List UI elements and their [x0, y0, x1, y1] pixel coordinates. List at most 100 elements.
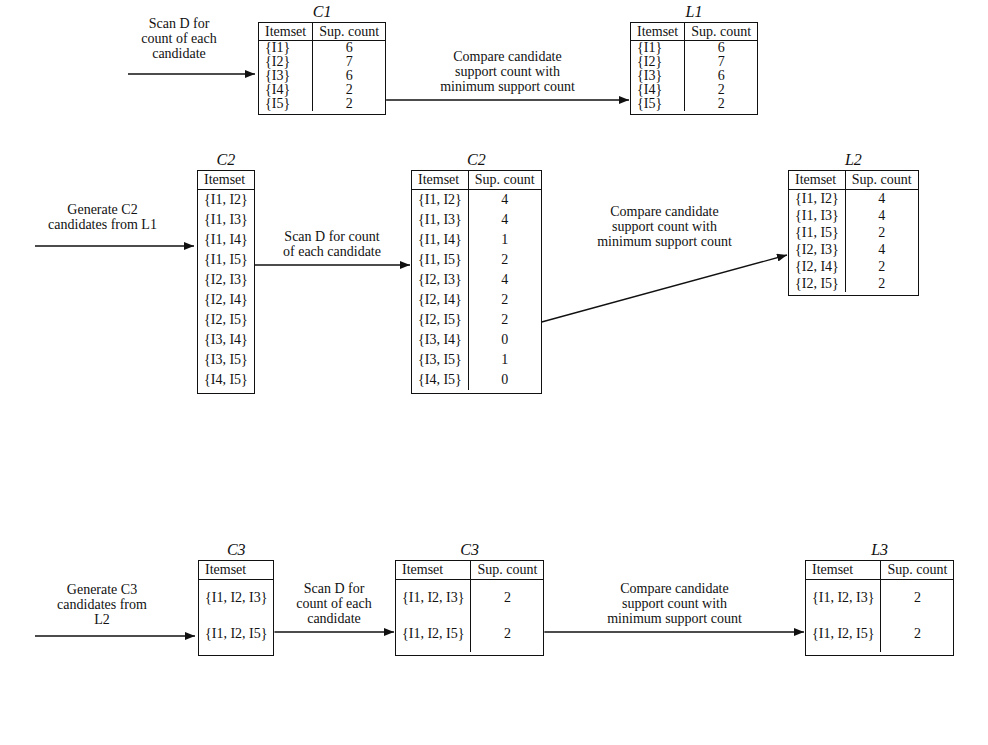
arrow-label: Scan D for count of each candidate	[288, 581, 380, 626]
column-header: Itemset	[789, 171, 845, 190]
table-title: L2	[789, 151, 918, 169]
table-grid: ItemsetSup. count{I1, I2, I3}2{I1, I2, I…	[396, 561, 543, 655]
flow-arrow	[542, 255, 787, 322]
table-grid: Itemset{I1, I2, I3}{I1, I2, I5}	[199, 561, 273, 655]
input-arrow	[35, 635, 195, 636]
table-cell: {I2, I3}	[198, 270, 254, 290]
table-cell: 1	[468, 230, 541, 250]
table-cell: {I2, I4}	[198, 290, 254, 310]
table-title: C3	[199, 541, 273, 559]
column-header: Itemset	[412, 171, 468, 190]
table-cell: 2	[845, 258, 918, 275]
table-cell: {I3}	[631, 69, 684, 83]
table-cell: 2	[312, 83, 385, 97]
table-cell: {I1, I2, I5}	[199, 616, 273, 652]
table-cell: {I2}	[631, 55, 684, 69]
table-cell: 6	[684, 69, 757, 83]
table-cell: 4	[845, 190, 918, 207]
column-header: Itemset	[806, 561, 880, 580]
step-note: Generate C2 candidates from L1	[40, 202, 165, 232]
step-note: Generate C3 candidates from L2	[48, 582, 156, 627]
table-cell: {I1, I4}	[412, 230, 468, 250]
table-cell: {I1, I5}	[198, 250, 254, 270]
table-box: L1ItemsetSup. count{I1}6{I2}7{I3}6{I4}2{…	[630, 22, 758, 115]
table-cell: {I2, I5}	[412, 310, 468, 330]
table-cell: 7	[312, 55, 385, 69]
table-cell: {I2, I3}	[789, 241, 845, 258]
table-grid: ItemsetSup. count{I1}6{I2}7{I3}6{I4}2{I5…	[631, 23, 757, 114]
table-title: L1	[631, 3, 757, 21]
table-cell: 2	[468, 290, 541, 310]
table-cell: {I1, I3}	[412, 210, 468, 230]
table-cell: {I3, I4}	[412, 330, 468, 350]
column-header: Sup. count	[684, 23, 757, 41]
table-cell: {I4}	[259, 83, 312, 97]
table-title: L3	[806, 541, 953, 559]
table-cell: 4	[468, 190, 541, 210]
table-cell: 2	[312, 97, 385, 111]
table-cell: {I1, I2}	[789, 190, 845, 207]
table-cell: {I1, I2, I3}	[396, 580, 470, 616]
column-header: Sup. count	[468, 171, 541, 190]
table-title: C2	[198, 151, 254, 169]
table-cell: {I4}	[631, 83, 684, 97]
table-cell: {I3, I5}	[412, 350, 468, 370]
step-note: Scan D for count of each candidate	[133, 16, 225, 61]
table-grid: ItemsetSup. count{I1}6{I2}7{I3}6{I4}2{I5…	[259, 23, 385, 114]
table-cell: {I1, I5}	[789, 224, 845, 241]
table-cell: 2	[845, 275, 918, 292]
table-cell: {I1, I3}	[789, 207, 845, 224]
flow-arrow	[274, 631, 394, 632]
flow-arrow	[255, 264, 410, 265]
column-header: Sup. count	[312, 23, 385, 41]
table-box: C1ItemsetSup. count{I1}6{I2}7{I3}6{I4}2{…	[258, 22, 386, 115]
table-cell: 2	[470, 580, 543, 616]
table-cell: {I1, I5}	[412, 250, 468, 270]
table-cell: {I3, I5}	[198, 350, 254, 370]
table-title: C2	[412, 151, 541, 169]
table-cell: 4	[468, 210, 541, 230]
table-cell: 6	[312, 41, 385, 55]
table-cell: 4	[845, 241, 918, 258]
table-cell: {I5}	[631, 97, 684, 111]
table-box: L2ItemsetSup. count{I1, I2}4{I1, I3}4{I1…	[788, 170, 919, 296]
table-cell: 4	[468, 270, 541, 290]
table-cell: 2	[880, 580, 953, 616]
table-cell: 2	[470, 616, 543, 652]
table-cell: {I2, I5}	[198, 310, 254, 330]
table-grid: ItemsetSup. count{I1, I2, I3}2{I1, I2, I…	[806, 561, 953, 655]
table-cell: {I4, I5}	[412, 370, 468, 390]
table-cell: 1	[468, 350, 541, 370]
table-cell: 7	[684, 55, 757, 69]
column-header: Sup. count	[470, 561, 543, 580]
table-cell: 4	[845, 207, 918, 224]
input-arrow	[128, 73, 255, 74]
table-cell: {I2, I5}	[789, 275, 845, 292]
table-cell: 2	[468, 250, 541, 270]
column-header: Sup. count	[845, 171, 918, 190]
table-cell: 2	[880, 616, 953, 652]
table-cell: {I2, I4}	[412, 290, 468, 310]
table-cell: {I1, I2, I5}	[806, 616, 880, 652]
table-cell: {I2, I4}	[789, 258, 845, 275]
input-arrow	[35, 245, 194, 246]
table-grid: ItemsetSup. count{I1, I2}4{I1, I3}4{I1, …	[789, 171, 918, 295]
table-box: C2ItemsetSup. count{I1, I2}4{I1, I3}4{I1…	[411, 170, 542, 394]
table-cell: {I1, I2, I3}	[199, 580, 273, 616]
table-title: C1	[259, 3, 385, 21]
table-cell: 2	[845, 224, 918, 241]
arrow-label: Compare candidate support count with min…	[440, 49, 575, 94]
column-header: Itemset	[631, 23, 684, 41]
table-title: C3	[396, 541, 543, 559]
table-cell: {I1, I3}	[198, 210, 254, 230]
table-cell: {I1}	[631, 41, 684, 55]
table-cell: 2	[468, 310, 541, 330]
column-header: Itemset	[198, 171, 254, 190]
table-cell: 6	[312, 69, 385, 83]
table-cell: 0	[468, 370, 541, 390]
column-header: Itemset	[396, 561, 470, 580]
table-grid: Itemset{I1, I2}{I1, I3}{I1, I4}{I1, I5}{…	[198, 171, 254, 393]
table-cell: 6	[684, 41, 757, 55]
table-cell: {I1, I4}	[198, 230, 254, 250]
table-cell: {I1, I2, I3}	[806, 580, 880, 616]
